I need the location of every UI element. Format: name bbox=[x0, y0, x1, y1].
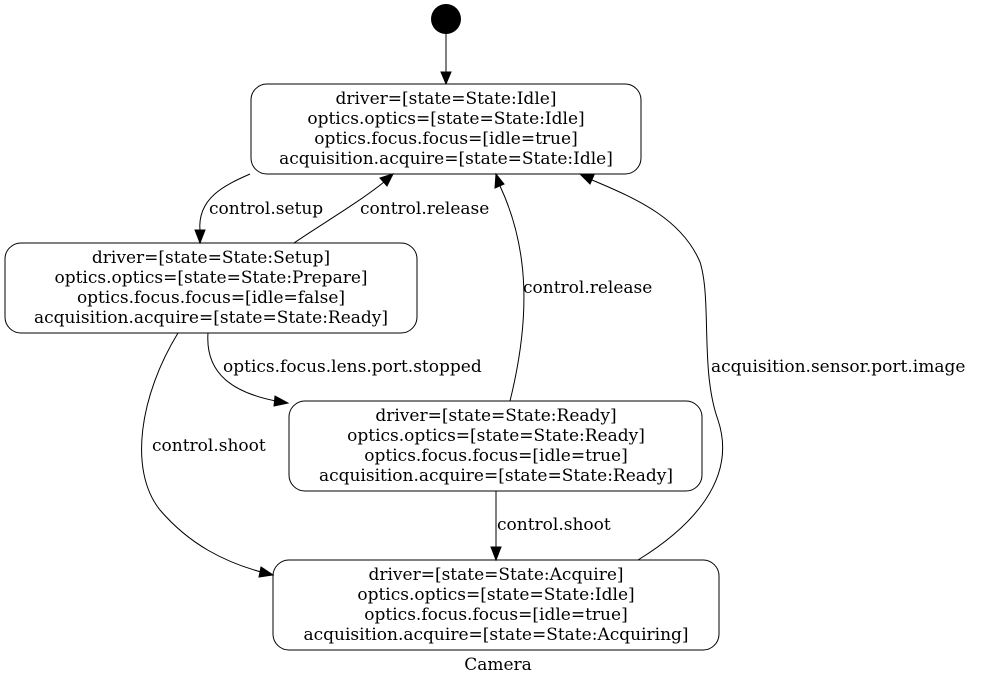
transition-idle-to-setup: control.setup bbox=[194, 173, 323, 245]
initial-state-marker bbox=[431, 4, 461, 34]
transition-ready-to-acquire: control.shoot bbox=[490, 491, 611, 562]
state-idle-line-1: driver=[state=State:Idle] bbox=[336, 89, 557, 109]
state-idle-line-3: optics.focus.focus=[idle=true] bbox=[314, 129, 577, 149]
transition-acquire-to-idle: acquisition.sensor.port.image bbox=[578, 173, 965, 561]
transition-idle-to-setup-label: control.setup bbox=[209, 199, 323, 219]
transition-setup-to-acquire: control.shoot bbox=[141, 332, 275, 578]
transition-ready-to-idle-label: control.release bbox=[523, 278, 652, 298]
state-acquire-line-1: driver=[state=State:Acquire] bbox=[368, 565, 623, 585]
transition-setup-to-ready-label: optics.focus.lens.port.stopped bbox=[223, 357, 482, 377]
state-acquire-line-4: acquisition.acquire=[state=State:Acquiri… bbox=[303, 625, 688, 645]
transition-ready-to-acquire-label: control.shoot bbox=[497, 515, 611, 535]
state-setup-line-1: driver=[state=State:Setup] bbox=[92, 248, 330, 268]
state-ready: driver=[state=State:Ready] optics.optics… bbox=[288, 400, 703, 492]
transition-setup-to-ready: optics.focus.lens.port.stopped bbox=[207, 332, 482, 407]
state-ready-line-3: optics.focus.focus=[idle=true] bbox=[364, 446, 627, 466]
transition-setup-to-acquire-label: control.shoot bbox=[152, 436, 266, 456]
transition-acquire-to-idle-label: acquisition.sensor.port.image bbox=[711, 357, 965, 377]
state-acquire: driver=[state=State:Acquire] optics.opti… bbox=[272, 559, 720, 651]
state-ready-line-2: optics.optics=[state=State:Ready] bbox=[347, 426, 645, 446]
state-acquire-line-3: optics.focus.focus=[idle=true] bbox=[364, 605, 627, 625]
initial-transition bbox=[440, 34, 452, 86]
transition-setup-to-idle: control.release bbox=[293, 173, 489, 244]
transition-setup-to-idle-label: control.release bbox=[360, 199, 489, 219]
state-idle-line-2: optics.optics=[state=State:Idle] bbox=[307, 109, 584, 129]
state-setup-line-3: optics.focus.focus=[idle=false] bbox=[77, 288, 345, 308]
state-ready-line-1: driver=[state=State:Ready] bbox=[375, 406, 616, 426]
state-setup-line-4: acquisition.acquire=[state=State:Ready] bbox=[34, 308, 388, 328]
diagram-title: Camera bbox=[464, 655, 532, 675]
transition-ready-to-idle: control.release bbox=[494, 172, 652, 402]
state-idle-line-4: acquisition.acquire=[state=State:Idle] bbox=[279, 149, 613, 169]
state-setup-line-2: optics.optics=[state=State:Prepare] bbox=[54, 268, 367, 288]
state-setup: driver=[state=State:Setup] optics.optics… bbox=[4, 242, 418, 334]
state-acquire-line-2: optics.optics=[state=State:Idle] bbox=[357, 585, 634, 605]
state-idle: driver=[state=State:Idle] optics.optics=… bbox=[250, 83, 642, 175]
state-ready-line-4: acquisition.acquire=[state=State:Ready] bbox=[319, 466, 673, 486]
